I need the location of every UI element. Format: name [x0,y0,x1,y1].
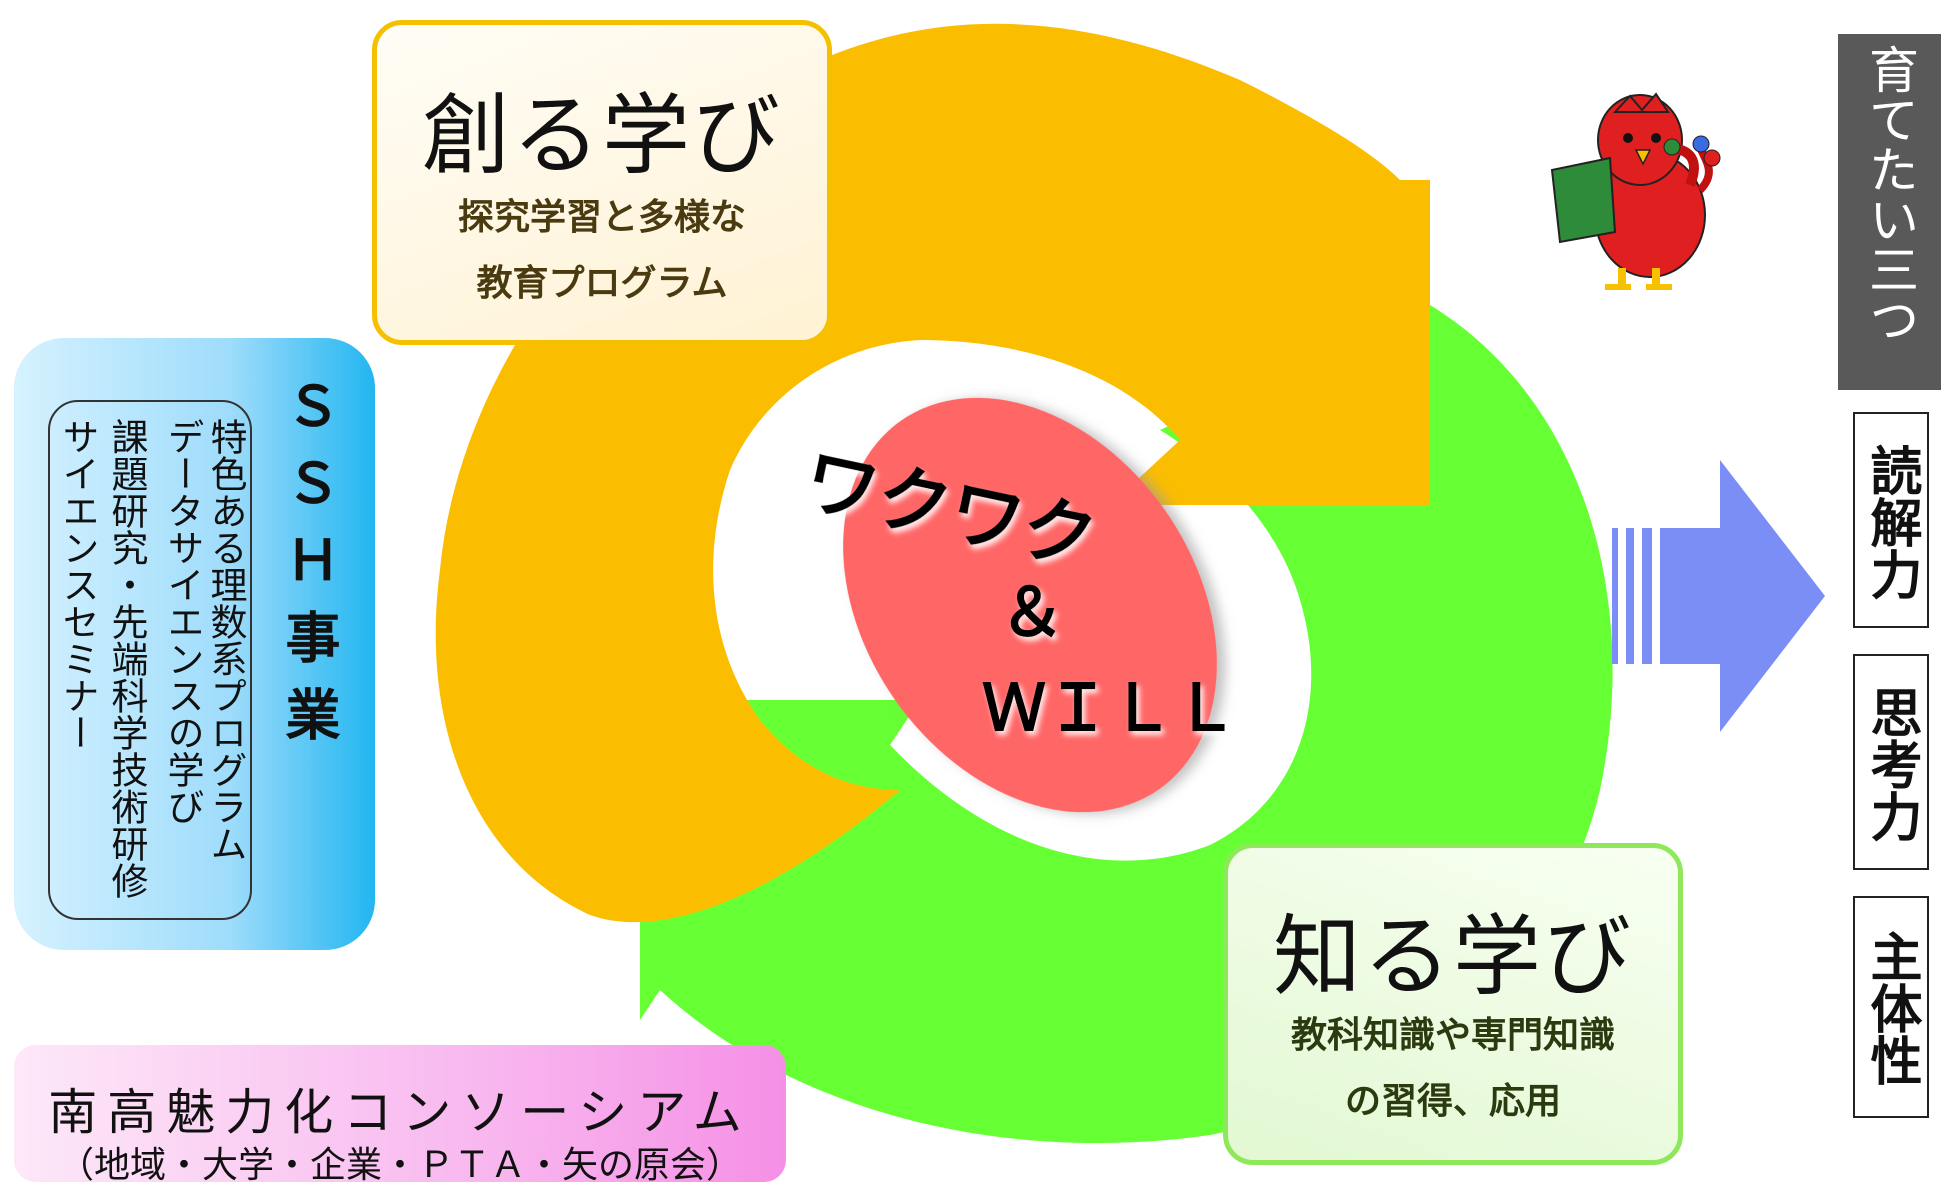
consortium-title: 南高魅力化コンソーシアム [48,1084,752,1141]
center-word-will: ＷＩＬＬ [982,672,1238,746]
create-learning-line1: 探究学習と多様な [457,197,746,238]
ssh-item-4: サイエンスセミナー [56,418,99,751]
create-learning-line2: 教育プログラム [476,263,728,304]
ability-thinking: 思考力 [1853,654,1929,870]
ability-reading-label: 読解力 [1861,444,1921,600]
know-learning-title: 知る学び [1272,905,1633,1008]
create-learning-box: 創る学び 探究学習と多様な 教育プログラム [372,20,832,345]
consortium-box: 南高魅力化コンソーシアム （地域・大学・企業・ＰＴＡ・矢の原会） [14,1045,786,1186]
ability-autonomy-label: 主体性 [1861,930,1921,1086]
know-learning-line1: 教科知識や専門知識 [1290,1015,1615,1056]
consortium-subtitle: （地域・大学・企業・ＰＴＡ・矢の原会） [57,1145,742,1186]
create-learning-title: 創る学び [421,84,782,187]
center-ellipse [843,397,1217,813]
ability-thinking-label: 思考力 [1861,686,1921,842]
ssh-items-bracket [48,400,252,920]
ability-autonomy: 主体性 [1853,896,1929,1118]
ssh-item-1: 特色ある理数系プログラム [204,418,247,862]
abilities-header: 育てたい三つの力 [1758,34,1941,390]
know-learning-line2: の習得、応用 [1344,1081,1561,1122]
abilities-header-text: 育てたい三つの力 [1758,44,1919,344]
ssh-item-3: 課題研究・先端科学技術研修 [105,418,148,899]
ssh-program-box [14,338,375,950]
know-learning-box: 知る学び 教科知識や専門知識 の習得、応用 [1223,843,1683,1165]
ability-reading: 読解力 [1853,412,1929,628]
center-word-and: ＆ [999,574,1065,651]
block-arrow-right-icon [1612,460,1825,732]
ssh-item-2: データサイエンスの学び [161,418,204,825]
red-bird-mascot-icon [1550,92,1721,290]
ssh-title: ＳＳＨ事業 [276,378,340,763]
